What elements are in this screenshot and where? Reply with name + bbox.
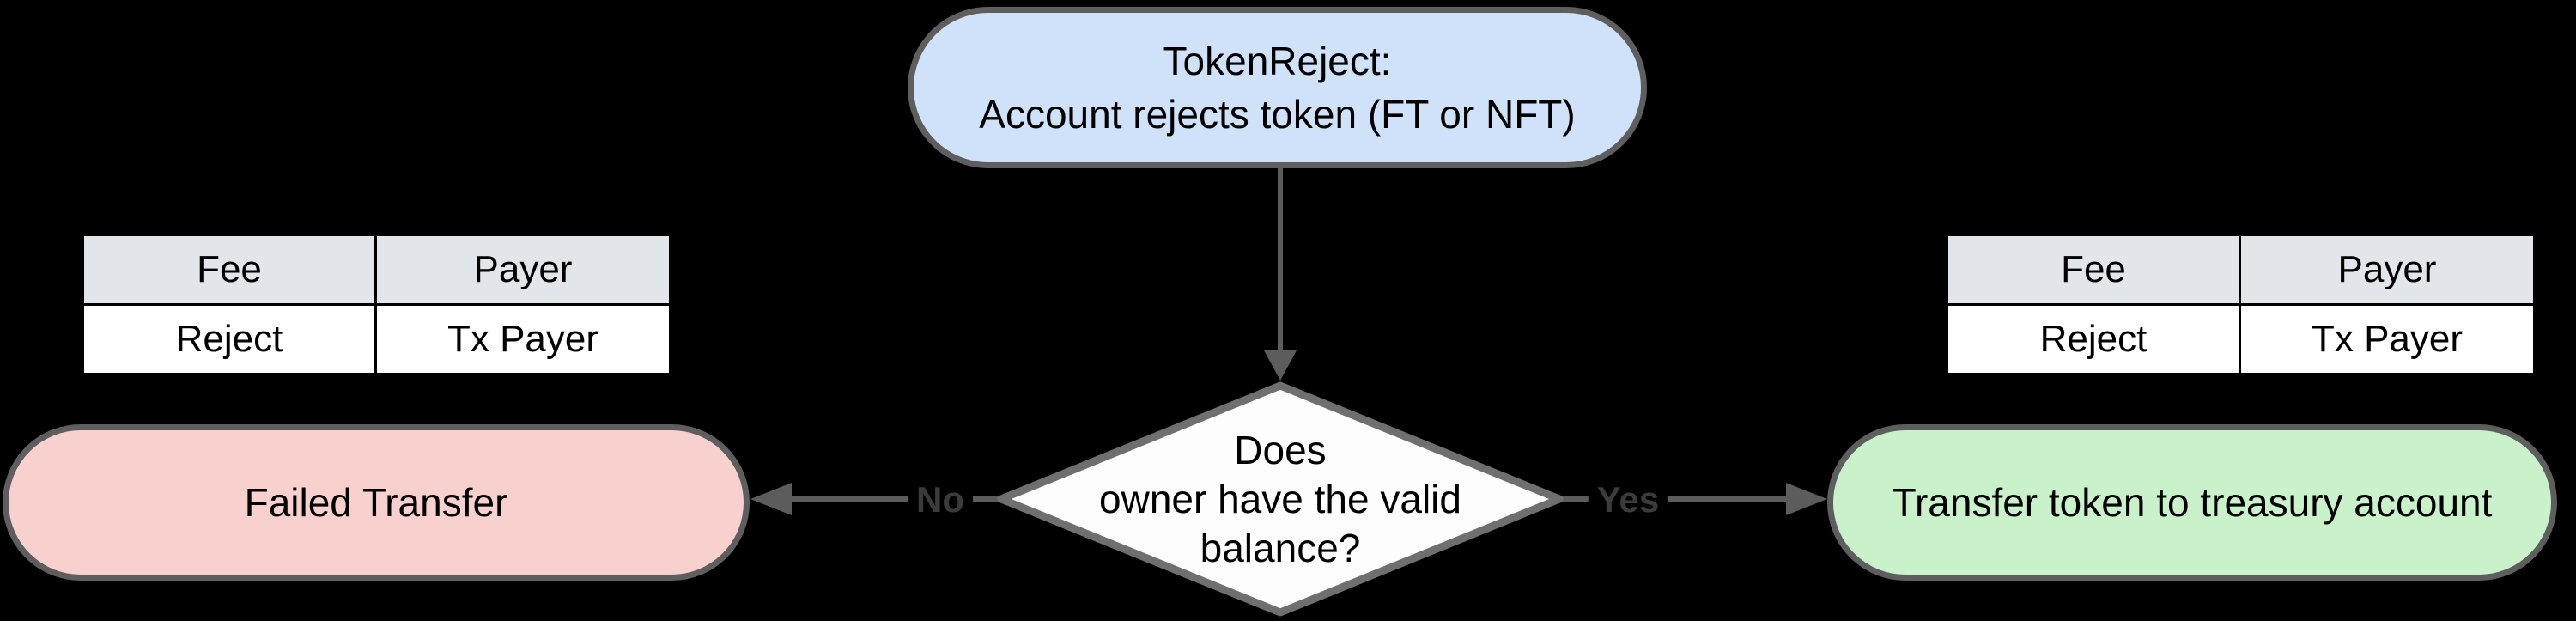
arrow-left-head-icon <box>750 483 792 515</box>
fee-table-left: Fee Payer Reject Tx Payer <box>82 234 671 375</box>
fee-table-right-header-fee: Fee <box>1948 236 2241 306</box>
fee-table-left-cell-fee: Reject <box>84 306 377 373</box>
fee-table-right-header-payer: Payer <box>2241 236 2533 306</box>
node-transfer-treasury-label: Transfer token to treasury account <box>1892 480 2493 525</box>
fee-table-right-cell-payer: Tx Payer <box>2311 318 2464 360</box>
node-token-reject-line2: Account rejects token (FT or NFT) <box>979 92 1576 137</box>
node-failed-transfer-label: Failed Transfer <box>244 480 508 525</box>
decision-line3: balance? <box>1200 525 1361 570</box>
node-token-reject: TokenReject: Account rejects token (FT o… <box>908 7 1647 168</box>
fee-table-left-header-payer: Payer <box>377 236 669 306</box>
fee-table-right: Fee Payer Reject Tx Payer <box>1946 234 2536 375</box>
decision-diamond-shape <box>997 381 1564 617</box>
decision-line1: Does <box>1234 427 1327 472</box>
node-token-reject-line1: TokenReject: <box>1163 39 1392 83</box>
node-decision-balance: Does owner have the valid balance? <box>999 386 1561 612</box>
edge-label-no: No <box>908 479 973 521</box>
fee-table-left-header-fee: Fee <box>84 236 377 306</box>
node-failed-transfer: Failed Transfer <box>3 424 750 581</box>
edge-label-yes: Yes <box>1588 479 1668 521</box>
arrow-right-head-icon <box>1786 483 1827 515</box>
decision-line2: owner have the valid <box>1099 476 1461 521</box>
node-transfer-treasury: Transfer token to treasury account <box>1827 424 2557 581</box>
fee-table-right-cell-fee: Reject <box>1948 306 2241 373</box>
arrow-down-connector <box>1264 168 1297 381</box>
arrow-down-head-icon <box>1264 350 1297 381</box>
fee-table-left-cell-payer: Tx Payer <box>447 318 599 360</box>
